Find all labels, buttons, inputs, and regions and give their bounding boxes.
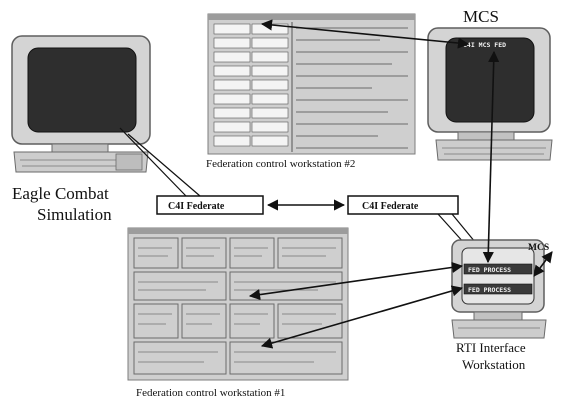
mcs-small-label: MCS — [528, 243, 549, 253]
eagle-combat-simulation-computer — [11, 35, 151, 173]
eagle-label-line2: Simulation — [37, 205, 112, 224]
rti-keyboard — [451, 319, 547, 339]
eagle-callout-line-2 — [127, 133, 201, 197]
arrow-fcw1-to-rti-lower — [260, 285, 464, 349]
mcs-screen-text: C4I MCS FED — [463, 41, 506, 49]
c4i-federate-left-box: C4I Federate — [156, 195, 264, 215]
fcw1-caption: Federation control workstation #1 — [136, 387, 285, 399]
fcw2-caption: Federation control workstation #2 — [206, 158, 355, 170]
mcs-top-label: MCS — [463, 7, 499, 26]
rti-interface-workstation: FED PROCESS FED PROCESS — [451, 239, 547, 339]
rti-process-label-1: FED PROCESS — [468, 266, 511, 274]
eagle-label-line1: Eagle Combat — [12, 184, 109, 203]
c4i-federate-right-box: C4I Federate — [347, 195, 459, 215]
rti-label-line1: RTI Interface — [456, 340, 526, 355]
arrow-rti-to-mcs-small — [533, 251, 553, 277]
mcs-computer: C4I MCS FED — [427, 27, 553, 161]
mcs-keyboard — [435, 139, 553, 161]
rti-label-line2: Workstation — [462, 357, 526, 372]
fcw2-screenshot — [207, 13, 416, 155]
fcw1-screenshot — [127, 227, 349, 381]
rti-process-bar-2 — [463, 283, 533, 295]
rti-process-bar-1 — [463, 263, 533, 275]
c4i-federate-right-label: C4I Federate — [362, 201, 419, 212]
c4i-federate-left-label: C4I Federate — [168, 201, 225, 212]
eagle-callout-line-1 — [119, 127, 187, 197]
rti-monitor-screen — [461, 247, 535, 305]
rti-process-label-2: FED PROCESS — [468, 286, 511, 294]
eagle-monitor-screen — [27, 47, 137, 133]
eagle-keyboard — [13, 151, 149, 173]
eagle-monitor-neck — [51, 143, 109, 153]
mcs-monitor-screen — [445, 37, 535, 123]
arrow-fcw2-to-mcs — [260, 19, 470, 49]
arrow-mcs-to-rti — [482, 50, 500, 264]
